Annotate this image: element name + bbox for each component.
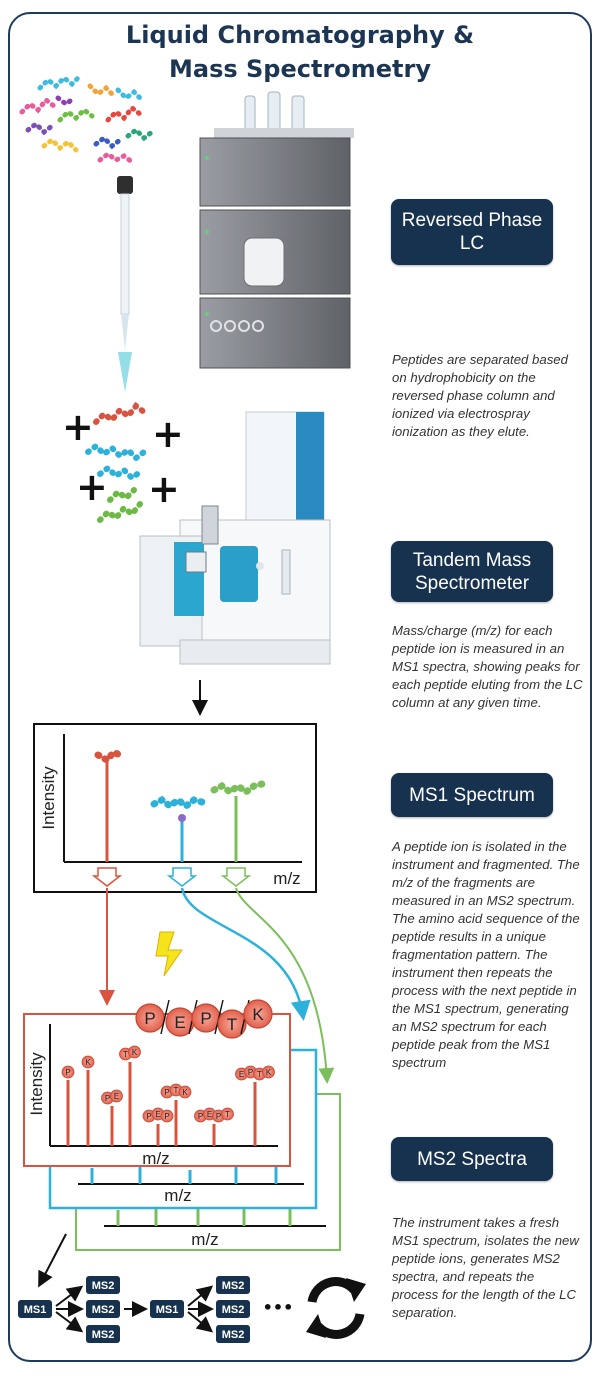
svg-text:MS2: MS2	[92, 1280, 115, 1292]
workflow-ms1-1: MS1	[18, 1300, 52, 1318]
repeat-cycle-icon	[306, 1277, 366, 1339]
title-line-2: Mass Spectrometry	[168, 55, 431, 83]
peptide-bead-letter: K	[252, 1005, 264, 1024]
lc-column	[117, 176, 133, 392]
diagram-title: Liquid Chromatography & Mass Spectrometr…	[0, 18, 600, 86]
arrow-blue-ms1-to-ms2	[180, 887, 311, 1021]
workflow-ellipsis: •••	[263, 1298, 294, 1317]
svg-text:P: P	[216, 1112, 221, 1121]
step-tandem-ms: Tandem Mass Spectrometer	[391, 541, 553, 602]
workflow-arrow	[55, 1285, 84, 1307]
workflow-arrow	[187, 1285, 214, 1307]
desc-reversed-phase-lc: Peptides are separated based on hydropho…	[392, 352, 568, 439]
ms2-stack-xlabel-1: m/z	[164, 1186, 191, 1205]
cleavage-mark	[160, 999, 170, 1035]
svg-text:MS2: MS2	[92, 1304, 115, 1316]
ms2-stack-xlabel-2: m/z	[191, 1230, 218, 1249]
svg-text:P: P	[248, 1068, 253, 1077]
workflow-ms2-a2: MS2	[86, 1300, 120, 1318]
svg-text:T: T	[257, 1070, 262, 1079]
ms1-ylabel: Intensity	[39, 766, 58, 830]
ionized-peptides: + + + +	[62, 401, 184, 523]
step-ms1-spectrum: MS1 Spectrum	[391, 773, 553, 817]
svg-text:MS1: MS1	[24, 1304, 47, 1316]
desc-ms1-spectrum: A peptide ion is isolated in the instrum…	[392, 839, 580, 1070]
cleavage-mark	[214, 999, 224, 1035]
workflow-ms2-b1: MS2	[216, 1276, 250, 1294]
svg-text:+: +	[62, 405, 94, 449]
step-reversed-phase-lc: Reversed Phase LC	[391, 199, 553, 265]
mass-spectrometer	[139, 411, 331, 665]
title-line-1: Liquid Chromatography &	[125, 21, 475, 49]
lc-instrument	[199, 91, 354, 369]
workflow-ms2-a3: MS2	[86, 1325, 120, 1343]
svg-text:E: E	[155, 1110, 160, 1119]
svg-text:MS2: MS2	[222, 1280, 245, 1292]
svg-text:T: T	[123, 1050, 128, 1059]
svg-text:E: E	[239, 1070, 244, 1079]
svg-text:K: K	[182, 1088, 188, 1097]
desc-tandem-ms: Mass/charge (m/z) for each peptide ion i…	[392, 623, 583, 710]
svg-text:MS1: MS1	[156, 1304, 179, 1316]
svg-text:P: P	[65, 1068, 70, 1077]
workflow-arrow	[55, 1311, 84, 1333]
svg-text:P: P	[164, 1088, 169, 1097]
ms1-xlabel: m/z	[273, 869, 300, 888]
peptide-bead-letter: T	[227, 1015, 237, 1034]
svg-text:E: E	[207, 1110, 212, 1119]
workflow-ms2-a1: MS2	[86, 1276, 120, 1294]
peptide-bead-letter: P	[144, 1009, 155, 1028]
fragmentation-bolt-icon	[155, 931, 183, 977]
peptide-bead-letter: P	[200, 1009, 211, 1028]
peptide-mixture	[19, 73, 155, 165]
svg-text:MS2: MS2	[222, 1329, 245, 1341]
svg-text:K: K	[266, 1068, 272, 1077]
svg-text:E: E	[114, 1092, 119, 1101]
desc-ms2-spectra: The instrument takes a fresh MS1 spectru…	[392, 1215, 579, 1320]
svg-text:P: P	[198, 1112, 203, 1121]
workflow-ms1-2: MS1	[150, 1300, 184, 1318]
svg-text:T: T	[174, 1086, 179, 1095]
svg-text:MS2: MS2	[222, 1304, 245, 1316]
svg-text:K: K	[85, 1058, 91, 1067]
workflow-arrow	[187, 1311, 214, 1333]
peptide-bead	[217, 1009, 247, 1039]
ms1-spectrum-plot: Intensity m/z	[33, 723, 317, 893]
ms2-xlabel: m/z	[142, 1149, 169, 1168]
peptide-bead	[243, 999, 273, 1029]
workflow-ms2-b3: MS2	[216, 1325, 250, 1343]
svg-text:K: K	[132, 1048, 138, 1057]
ms2-ylabel: Intensity	[27, 1052, 46, 1116]
svg-text:P: P	[105, 1094, 110, 1103]
peptide-bead-letter: E	[174, 1013, 185, 1032]
workflow-ms2-b2: MS2	[216, 1300, 250, 1318]
fragment-label: K	[81, 1055, 95, 1069]
svg-text:+: +	[148, 467, 180, 511]
svg-text:+: +	[152, 412, 184, 456]
svg-text:P: P	[146, 1112, 151, 1121]
svg-text:T: T	[225, 1110, 230, 1119]
arrow-green-ms1-to-ms2	[235, 887, 335, 1084]
fragment-label: P	[61, 1065, 75, 1079]
svg-text:P: P	[164, 1112, 169, 1121]
peptide-bead	[135, 1003, 165, 1033]
step-ms2-spectra: MS2 Spectra	[391, 1137, 553, 1181]
svg-text:MS2: MS2	[92, 1329, 115, 1341]
